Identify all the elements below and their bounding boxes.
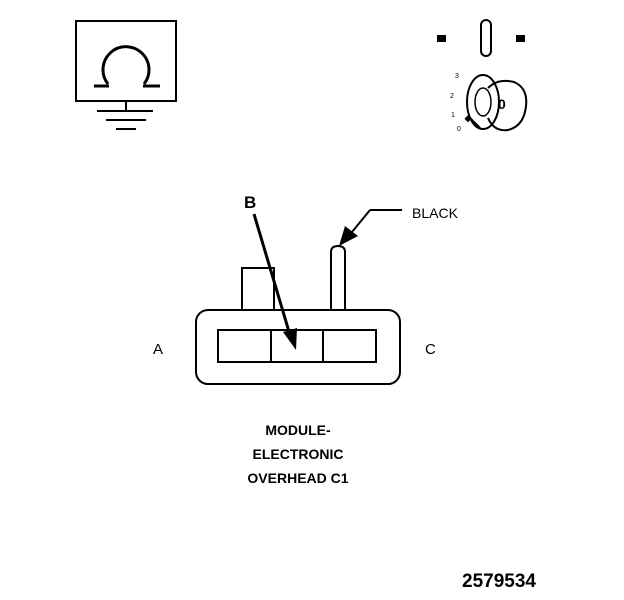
ignition-switch-icon [437, 19, 528, 132]
connector-title: MODULE- ELECTRONIC OVERHEAD C1 [198, 418, 398, 490]
figure-number: 2579534 [462, 571, 536, 592]
key-label: 0 [498, 96, 506, 112]
wire [330, 244, 346, 310]
pin-label-a: A [153, 341, 164, 358]
ignition-position-1: 1 [451, 112, 455, 119]
ignition-position-3: 3 [455, 73, 459, 80]
connector-title-line-3: OVERHEAD C1 [247, 470, 349, 486]
callout-label-b: B [244, 193, 257, 212]
connector-latch [241, 267, 275, 310]
ignition-position-2: 2 [450, 93, 454, 100]
wire-color-label: BLACK [412, 205, 458, 221]
ignition-position-0: 0 [457, 126, 461, 133]
connector-title-line-2: ELECTRONIC [252, 446, 344, 462]
callout-b-arrow [252, 213, 297, 350]
ohmmeter-icon [75, 20, 177, 130]
connector-body [195, 244, 401, 385]
connector-title-line-1: MODULE- [265, 422, 331, 438]
wire-color-leader [339, 209, 402, 246]
pin-label-c: C [425, 341, 436, 358]
pin-cavities [217, 329, 377, 363]
